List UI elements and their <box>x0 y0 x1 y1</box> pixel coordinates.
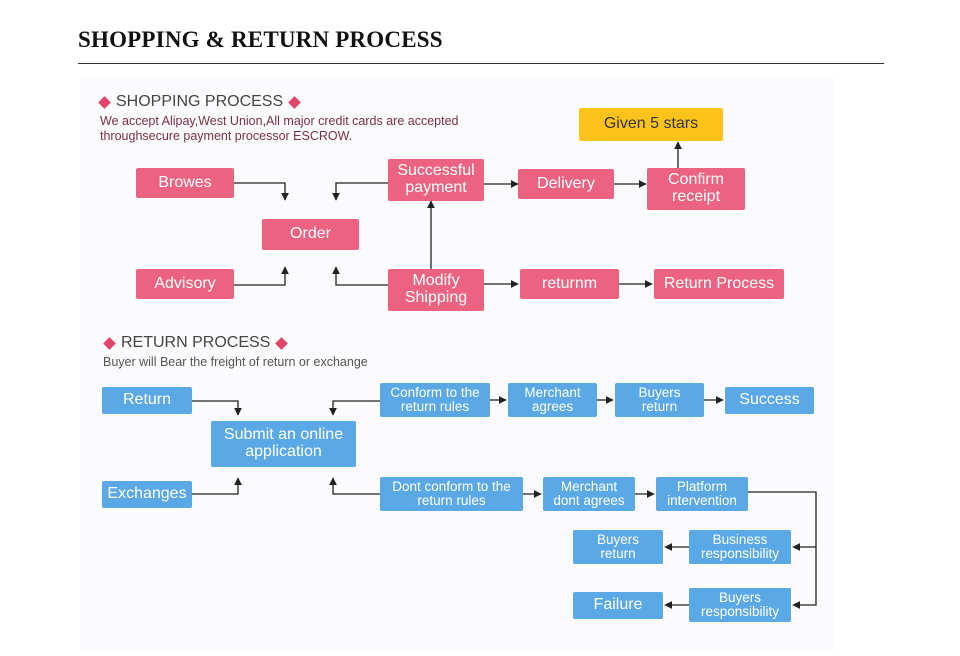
node-given-5-stars-label: Given 5 stars <box>603 115 699 133</box>
node-buyers-return-2-line1: Buyers <box>596 531 640 547</box>
node-platform-intervention-line2: intervention <box>667 493 737 508</box>
diamond-icon <box>288 95 302 109</box>
shopping-heading: SHOPPING PROCESS <box>93 93 306 111</box>
node-successful-payment: Successful payment <box>388 159 484 201</box>
node-modify-shipping: Modify Shipping <box>388 269 484 311</box>
node-modify-shipping-line2: Shipping <box>404 289 468 306</box>
node-order-label: Order <box>290 225 331 243</box>
node-dont-conform-rules: Dont conform to the return rules <box>380 477 523 511</box>
node-return-label: Return <box>122 391 172 409</box>
node-conform-rules: Conform to the return rules <box>380 383 490 417</box>
diamond-icon <box>103 336 116 350</box>
node-successful-payment-line1: Successful <box>397 162 475 180</box>
node-merchant-dont-agrees-line1: Merchant <box>560 478 618 494</box>
node-success-label: Success <box>739 391 800 409</box>
node-delivery: Delivery <box>518 169 614 199</box>
node-success: Success <box>725 387 814 414</box>
node-successful-payment-line2: payment <box>405 179 467 196</box>
shopping-note-line2: throughsecure payment processor ESCROW. <box>100 129 353 143</box>
node-merchant-agrees-line2: agrees <box>531 399 574 414</box>
node-modify-shipping-line1: Modify <box>412 272 460 290</box>
node-conform-rules-line2: return rules <box>400 399 470 414</box>
node-browes-label: Browes <box>158 173 212 191</box>
node-exchanges: Exchanges <box>102 481 192 508</box>
node-platform-intervention: Platform intervention <box>656 477 748 511</box>
node-submit-application: Submit an online application <box>211 421 356 467</box>
node-failure: Failure <box>573 592 663 619</box>
node-merchant-agrees: Merchant agrees <box>508 383 597 417</box>
node-advisory: Advisory <box>136 269 234 299</box>
node-return-process: Return Process <box>654 269 784 299</box>
node-business-responsibility: Business responsibility <box>689 530 791 564</box>
node-confirm-receipt-line1: Confirm <box>667 171 724 189</box>
node-buyers-responsibility-line1: Buyers <box>718 589 762 605</box>
node-failure-label: Failure <box>593 596 643 614</box>
node-browes: Browes <box>136 168 234 198</box>
node-order: Order <box>262 219 359 250</box>
node-platform-intervention-line1: Platform <box>676 478 728 494</box>
node-conform-rules-line1: Conform to the <box>390 384 480 400</box>
node-buyers-responsibility-line2: responsibility <box>700 604 780 619</box>
node-business-responsibility-line2: responsibility <box>700 546 780 561</box>
node-merchant-dont-agrees-line2: dont agrees <box>553 493 625 508</box>
node-buyers-return: Buyers return <box>615 383 704 417</box>
node-merchant-dont-agrees: Merchant dont agrees <box>543 477 635 511</box>
node-buyers-return-2: Buyers return <box>573 530 663 564</box>
node-confirm-receipt-line2: receipt <box>671 188 721 205</box>
node-submit-application-line1: Submit an online <box>223 426 344 444</box>
shopping-heading-text: SHOPPING PROCESS <box>116 93 284 110</box>
node-buyers-return-line1: Buyers <box>638 384 681 400</box>
page-title: SHOPPING & RETURN PROCESS <box>78 27 443 52</box>
node-exchanges-label: Exchanges <box>107 485 187 503</box>
node-dont-conform-rules-line2: return rules <box>417 493 486 508</box>
return-note: Buyer will Bear the freight of return or… <box>103 355 368 369</box>
node-buyers-return-line2: return <box>641 399 678 414</box>
node-business-responsibility-line1: Business <box>712 531 768 547</box>
node-confirm-receipt: Confirm receipt <box>647 168 745 210</box>
return-heading: RETURN PROCESS <box>98 334 293 352</box>
node-return: Return <box>102 387 192 414</box>
node-return-process-label: Return Process <box>663 274 775 292</box>
node-buyers-return-2-line2: return <box>600 546 636 561</box>
node-submit-application-line2: application <box>245 443 322 460</box>
shopping-note-line1: We accept Alipay,West Union,All major cr… <box>100 114 459 128</box>
node-dont-conform-rules-line1: Dont conform to the <box>392 478 511 494</box>
title-divider <box>78 63 884 64</box>
node-buyers-responsibility: Buyers responsibility <box>689 588 791 622</box>
node-returnm: returnm <box>520 269 619 299</box>
node-advisory-label: Advisory <box>154 274 216 292</box>
shopping-note: We accept Alipay,West Union,All major cr… <box>100 114 459 144</box>
diamond-icon <box>275 336 289 350</box>
node-given-5-stars: Given 5 stars <box>579 108 723 141</box>
node-returnm-label: returnm <box>541 274 598 292</box>
return-heading-text: RETURN PROCESS <box>121 334 271 351</box>
diamond-icon <box>98 95 111 109</box>
node-merchant-agrees-line1: Merchant <box>524 384 581 400</box>
node-delivery-label: Delivery <box>537 174 595 192</box>
